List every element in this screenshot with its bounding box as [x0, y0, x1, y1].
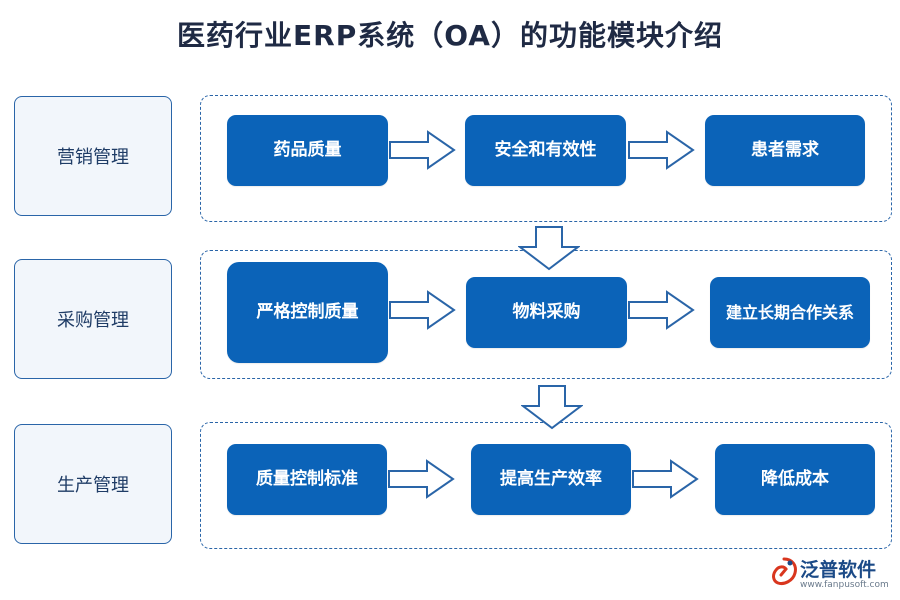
- right-arrow-icon: [628, 130, 695, 170]
- process-box: 降低成本: [715, 444, 875, 515]
- down-arrow-icon: [521, 385, 583, 430]
- process-box: 建立长期合作关系: [710, 277, 870, 348]
- category-procurement: 采购管理: [14, 259, 172, 379]
- process-box: 药品质量: [227, 115, 388, 186]
- diagram-title: 医药行业ERP系统（OA）的功能模块介绍: [177, 19, 723, 52]
- brand-logo: 泛普软件 www.fanpusoft.com: [770, 553, 895, 593]
- process-box: 物料采购: [466, 277, 627, 348]
- right-arrow-icon: [389, 130, 456, 170]
- right-arrow-icon: [389, 290, 456, 330]
- category-production: 生产管理: [14, 424, 172, 544]
- right-arrow-icon: [628, 290, 695, 330]
- down-arrow-icon: [518, 226, 580, 271]
- brand-name: 泛普软件: [800, 559, 877, 581]
- process-box: 严格控制质量: [227, 262, 388, 363]
- group-marketing: [200, 95, 892, 222]
- right-arrow-icon: [632, 459, 699, 499]
- right-arrow-icon: [388, 459, 455, 499]
- process-box: 质量控制标准: [227, 444, 387, 515]
- brand-url: www.fanpusoft.com: [800, 580, 889, 590]
- process-box: 安全和有效性: [465, 115, 626, 186]
- process-box: 提高生产效率: [471, 444, 631, 515]
- process-box: 患者需求: [705, 115, 865, 186]
- brand-logo-icon: [772, 557, 797, 585]
- category-marketing: 营销管理: [14, 96, 172, 216]
